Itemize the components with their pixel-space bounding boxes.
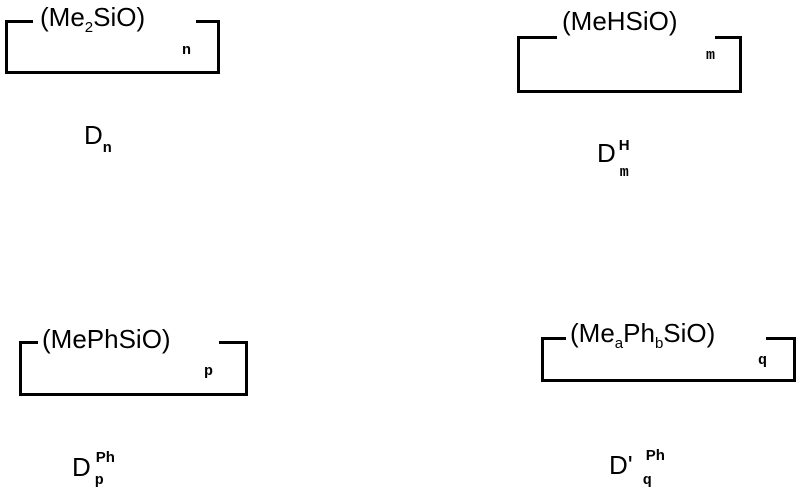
bracket-top-left-1 [5, 20, 33, 23]
formula-mixed-siloxane: (MeaPhbSiO) [566, 320, 720, 352]
formula-methylhydrosiloxane: (MeHSiO) [558, 8, 682, 34]
formula-dimethylsiloxane: (Me2SiO) [36, 4, 150, 36]
bracket-4 [541, 337, 796, 382]
bracket-2 [517, 36, 742, 93]
repeat-index-m: m [706, 47, 716, 64]
bracket-top-right-2 [715, 36, 742, 39]
bracket-top-right-3 [219, 341, 248, 344]
bracket-3 [19, 341, 248, 396]
bracket-1 [5, 20, 220, 74]
repeat-index-p: p [204, 363, 214, 380]
label-dprime-qph: D'qPh [609, 447, 665, 489]
label-dmh: DmH [597, 137, 630, 181]
label-dn: Dn [84, 120, 112, 157]
bracket-top-right-4 [766, 337, 796, 340]
bracket-top-right-1 [196, 20, 220, 23]
bracket-top-left-3 [19, 341, 39, 344]
bracket-top-left-4 [541, 337, 567, 340]
bracket-top-left-2 [517, 36, 557, 39]
repeat-index-q: q [758, 352, 768, 369]
repeat-index-n: n [182, 42, 192, 59]
formula-methylphenylsiloxane: (MePhSiO) [38, 326, 175, 352]
